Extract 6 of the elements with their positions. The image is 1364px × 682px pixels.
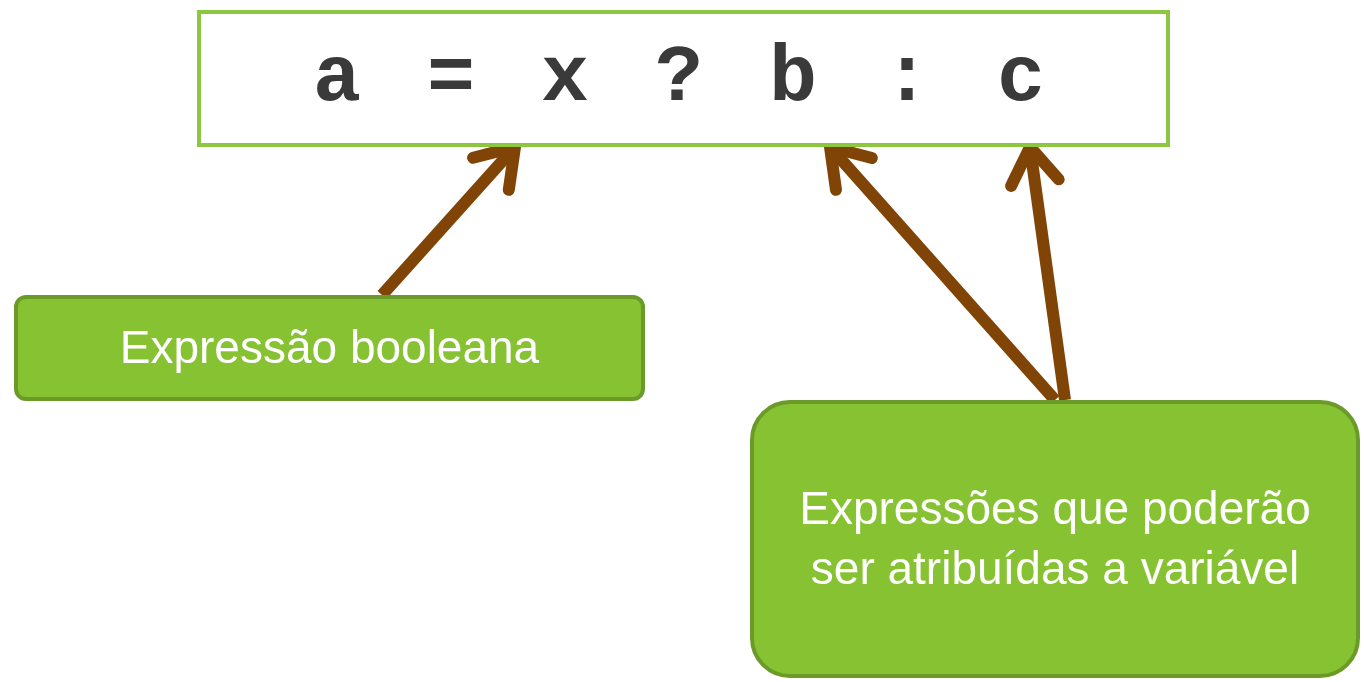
callout-box [750,400,1360,678]
code-box [197,10,1170,147]
code-text: a = x ? b : c [312,33,1055,124]
callout-box [14,295,645,401]
callout-text: Expressão booleana [119,320,540,376]
callout-text: Expressões que poderão ser atribuídas a variável [798,481,1312,596]
